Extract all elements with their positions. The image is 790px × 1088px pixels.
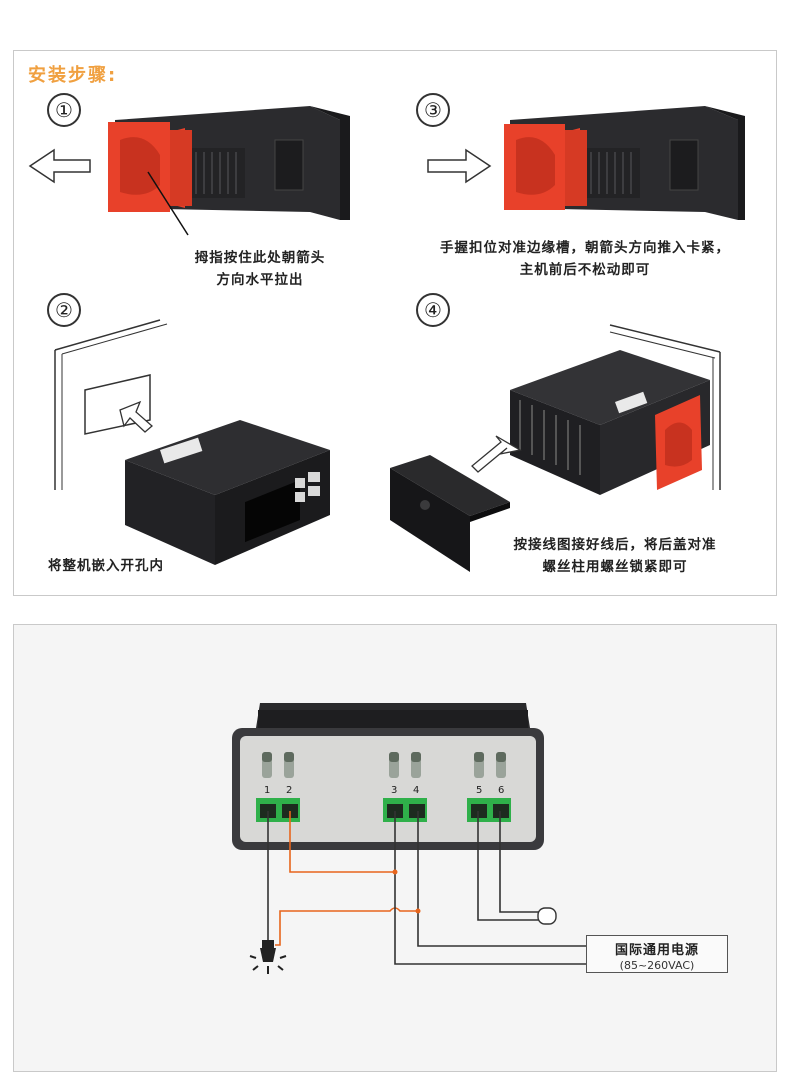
terminal-block-3-4 — [383, 798, 427, 822]
terminal-block-5-6 — [467, 798, 511, 822]
step-4-number: ④ — [416, 293, 450, 327]
terminal-3-label: 3 — [391, 785, 397, 796]
terminal-5-label: 5 — [476, 785, 482, 796]
terminal-2-label: 2 — [286, 785, 292, 796]
step-4-illustration — [390, 324, 721, 572]
sensor-probe-icon — [537, 907, 557, 925]
arrow-diagonal-icon — [119, 400, 153, 433]
step-2-illustration — [54, 319, 330, 565]
step-2-caption-line-1: 将整机嵌入开孔内 — [48, 558, 164, 574]
terminal-block-1-2 — [256, 798, 300, 822]
arrow-left-icon — [28, 148, 91, 184]
step-1-caption: 拇指按住此处朝箭头 方向水平拉出 — [160, 247, 360, 291]
terminal-leds — [262, 752, 506, 778]
step-1-caption-line-2: 方向水平拉出 — [216, 272, 304, 288]
terminal-6-label: 6 — [498, 785, 504, 796]
step-3-caption: 手握扣位对准边缘槽，朝箭头方向推入卡紧， 主机前后不松动即可 — [400, 237, 770, 281]
arrow-diagonal-icon — [471, 435, 522, 473]
step-3-caption-line-2: 主机前后不松动即可 — [519, 262, 651, 278]
install-title: 安装步骤: — [28, 65, 118, 86]
lamp-icon — [249, 940, 287, 974]
step-4-caption-line-2: 螺丝柱用螺丝锁紧即可 — [542, 559, 688, 575]
step-1-number: ① — [47, 93, 81, 127]
terminal-1-label: 1 — [264, 785, 270, 796]
step-3-number: ③ — [416, 93, 450, 127]
terminal-4-label: 4 — [413, 785, 419, 796]
step-2-number: ② — [47, 293, 81, 327]
arrow-right-icon — [427, 148, 492, 184]
back-cover — [390, 455, 510, 516]
step-1-caption-line-1: 拇指按住此处朝箭头 — [194, 250, 326, 266]
step-3-caption-line-1: 手握扣位对准边缘槽，朝箭头方向推入卡紧， — [440, 240, 730, 256]
power-supply-box: 国际通用电源 (85~260VAC) — [586, 935, 728, 973]
step-4-caption: 按接线图接好线后，将后盖对准 螺丝柱用螺丝锁紧即可 — [470, 534, 760, 578]
step-3-illustration — [427, 106, 745, 220]
power-supply-range: (85~260VAC) — [619, 959, 695, 972]
step-2-caption: 将整机嵌入开孔内 — [48, 555, 208, 577]
power-supply-name: 国际通用电源 — [614, 943, 699, 958]
step-1-illustration — [28, 106, 350, 236]
step-4-caption-line-1: 按接线图接好线后，将后盖对准 — [513, 537, 717, 553]
